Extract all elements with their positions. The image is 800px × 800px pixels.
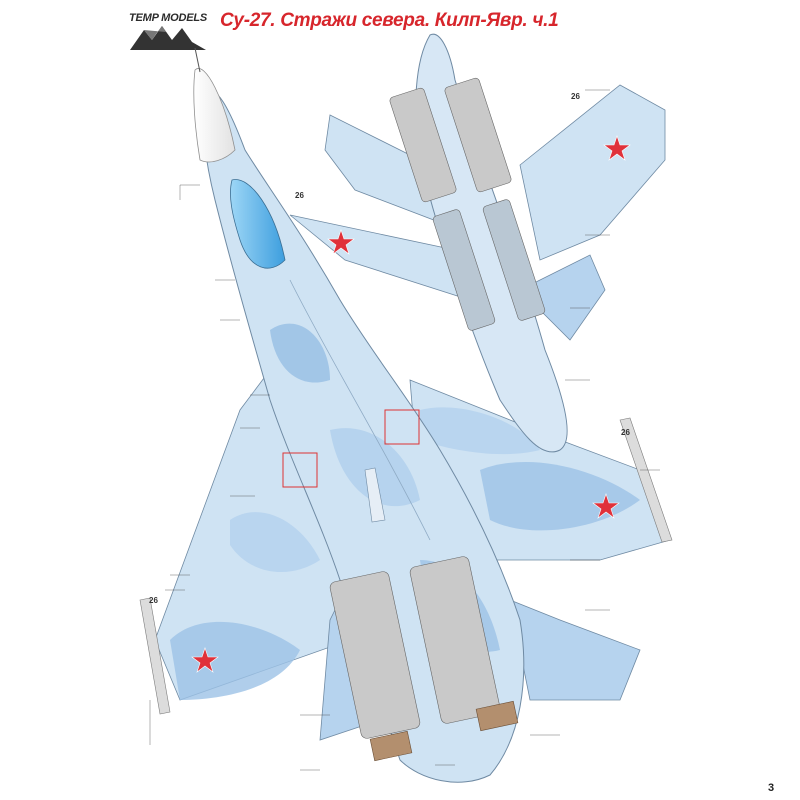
- red-star-icon: [191, 647, 219, 673]
- page-title: Су-27. Стражи севера. Килп-Явр. ч.1: [220, 10, 559, 31]
- page-number: 3: [768, 782, 775, 794]
- aircraft-number-label: 26: [621, 428, 630, 437]
- top-view: [139, 47, 673, 783]
- logo-mountains-icon: [130, 26, 206, 50]
- radome: [193, 68, 236, 163]
- bottom-view: [289, 33, 666, 453]
- aircraft-number-label: 26: [149, 596, 158, 605]
- canopy: [230, 179, 286, 269]
- red-star-icon: [327, 229, 355, 255]
- temp-models-logo: TEMP MODELS: [126, 12, 210, 52]
- red-star-icon: [592, 493, 620, 519]
- aircraft-number-label: 26: [295, 191, 304, 200]
- aircraft-number-label: 26: [571, 92, 580, 101]
- callout-lines: [149, 89, 660, 771]
- logo-text: TEMP MODELS: [128, 12, 208, 24]
- red-star-icon: [603, 135, 631, 161]
